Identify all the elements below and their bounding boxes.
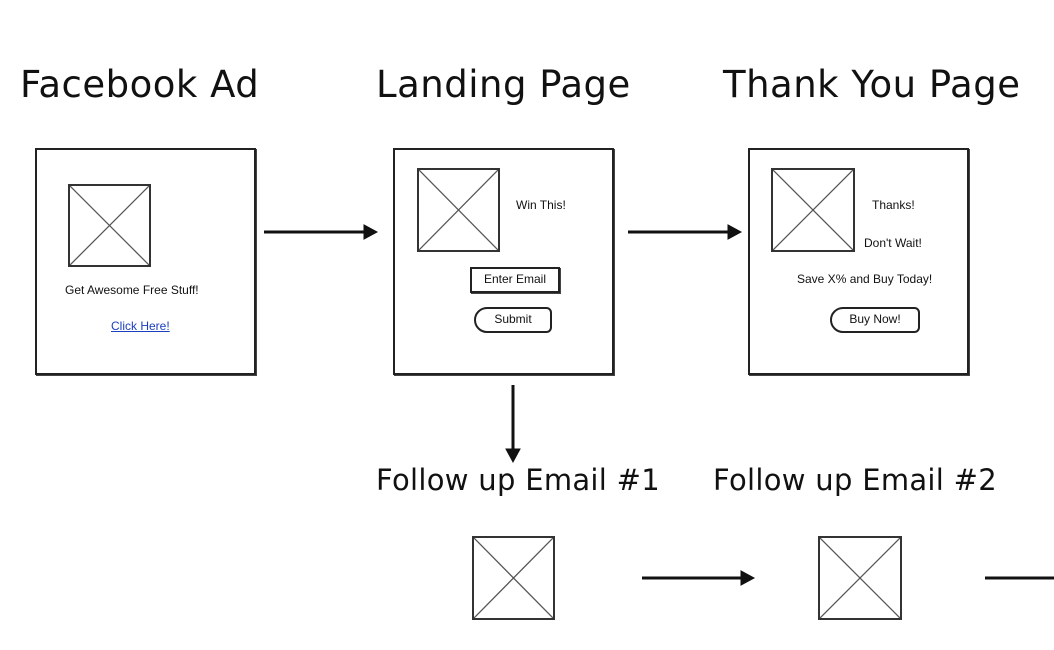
follow-up-email-2-title: Follow up Email #2 (713, 463, 998, 497)
follow-up-email-1-title: Follow up Email #1 (376, 463, 661, 497)
image-placeholder-icon (68, 184, 151, 267)
landing-page-frame: Win This! Enter Email Submit (393, 148, 614, 375)
submit-button[interactable]: Submit (474, 307, 552, 333)
facebook-ad-frame: Get Awesome Free Stuff! Click Here! (35, 148, 256, 375)
image-placeholder-icon (771, 168, 855, 252)
buy-now-button[interactable]: Buy Now! (830, 307, 920, 333)
thank-you-page-title: Thank You Page (723, 63, 1021, 106)
arrow-icon (505, 385, 521, 464)
image-placeholder-icon (818, 536, 902, 620)
arrow-icon (264, 224, 379, 240)
email-input[interactable]: Enter Email (470, 267, 560, 293)
facebook-ad-title: Facebook Ad (20, 63, 260, 106)
thanks-text: Thanks! (872, 198, 915, 212)
click-here-link[interactable]: Click Here! (111, 319, 170, 333)
arrow-icon (628, 224, 743, 240)
facebook-ad-text: Get Awesome Free Stuff! (65, 283, 199, 297)
image-placeholder-icon (472, 536, 555, 620)
win-this-headline: Win This! (516, 198, 566, 212)
dont-wait-text: Don't Wait! (864, 236, 922, 250)
thank-you-page-frame: Thanks! Don't Wait! Save X% and Buy Toda… (748, 148, 969, 375)
landing-page-title: Landing Page (376, 63, 631, 106)
arrow-icon (642, 570, 756, 586)
image-placeholder-icon (417, 168, 500, 252)
offer-text: Save X% and Buy Today! (797, 272, 933, 286)
